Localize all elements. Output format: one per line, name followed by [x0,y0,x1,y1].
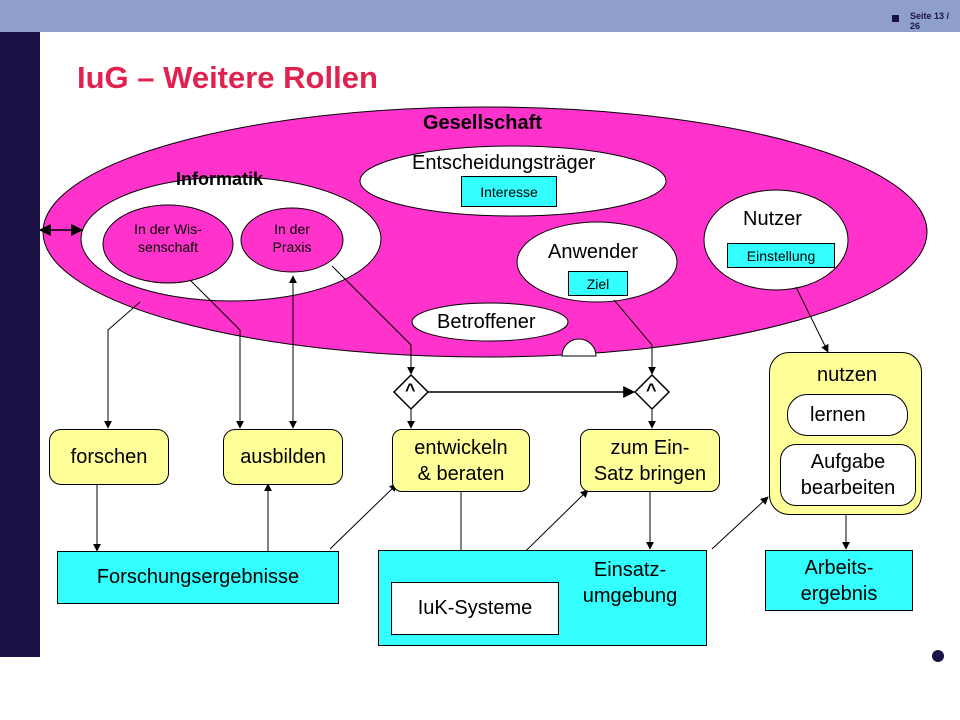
einstellung-tag: Einstellung [727,243,835,268]
nutzer-ellipse [703,189,849,291]
iuk-systeme-box: IuK-Systeme [391,582,559,635]
wissenschaft-ellipse [102,204,234,284]
praxis-ellipse [240,207,344,273]
arrow-wissenschaft-forschen [104,301,141,429]
praxis-label: In der Praxis [272,221,312,256]
nutzen-label: nutzen [817,364,878,386]
corner-dot-icon [932,650,944,662]
anwender-label: Anwender [548,241,639,263]
nutzer-label: Nutzer [743,208,802,230]
betroffener-label: Betroffener [437,311,536,333]
left-sidebar [0,32,40,657]
entscheidungstraeger-label: Entscheidungsträger [412,152,596,174]
entwickeln-box: entwickeln & beraten [392,429,530,492]
einsatzumgebung-label: Einsatz- umgebung [582,559,678,607]
lernen-box: lernen [787,394,908,436]
forschen-box: forschen [49,429,169,485]
gate-symbol-1: ^ [405,380,416,400]
informatik-label: Informatik [176,169,264,189]
anwender-ellipse [516,221,678,303]
gate-symbol-2: ^ [646,380,657,400]
arrow-anwender-gate2 [613,299,656,375]
arrow-ergebnisse-entwickeln [329,483,398,550]
arrow-wissenschaft-ausbilden [189,279,244,429]
betroffener-ellipse [411,302,569,342]
forschungsergebnisse-box: Forschungsergebnisse [57,551,339,604]
header-bar [0,0,960,32]
einsatz-bringen-box: zum Ein- Satz bringen [580,429,720,492]
arbeitsergebnis-box: Arbeits- ergebnis [765,550,913,611]
ziel-tag: Ziel [568,271,628,296]
ausbilden-box: ausbilden [223,429,343,485]
interesse-tag: Interesse [461,176,557,207]
page-indicator: Seite 13 / 26 [910,11,950,31]
ellipse-half-circle [561,338,597,357]
gesellschaft-label: Gesellschaft [423,112,542,134]
arrow-umgebung-nutzen [711,496,769,550]
wissenschaft-label: In der Wis- senschaft [134,221,202,256]
arrow-nutzer-nutzen [795,286,829,353]
aufgabe-box: Aufgabe bearbeiten [780,444,916,506]
page-square-icon [892,15,899,22]
arrow-praxis-gate1 [331,265,415,375]
slide-title: IuG – Weitere Rollen [77,60,378,95]
